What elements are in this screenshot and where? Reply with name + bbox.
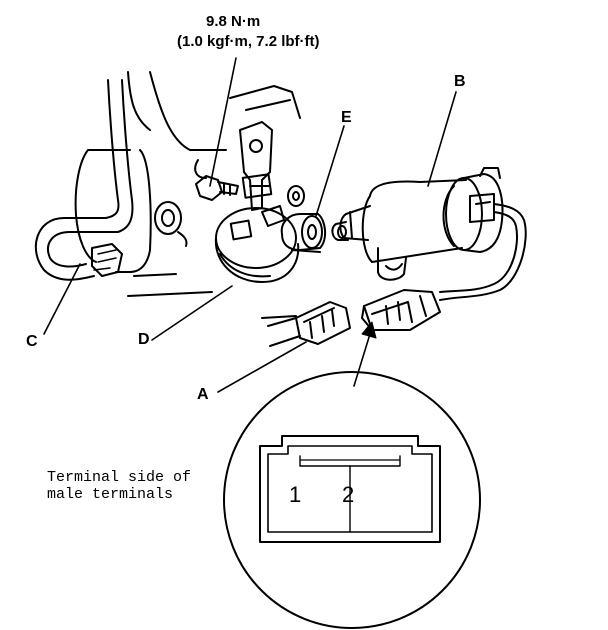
- callout-label-e: E: [341, 109, 352, 126]
- mounting-bolt: [195, 175, 239, 201]
- callout-label-d: D: [138, 331, 150, 348]
- callout-label-b: B: [454, 73, 466, 90]
- terminal-note-line1: Terminal side of: [47, 469, 192, 486]
- torque-spec-line2: (1.0 kgf·m, 7.2 lbf·ft): [177, 33, 320, 50]
- connector-detail-circle: [223, 371, 481, 629]
- leader-lines: [43, 57, 457, 393]
- torque-leader: [209, 57, 237, 187]
- terminal-note-line2: male terminals: [47, 486, 174, 503]
- torque-spec-line1: 9.8 N·m: [206, 13, 261, 30]
- callout-label-c: C: [26, 333, 38, 350]
- pump-clamp-d: [214, 205, 300, 283]
- body-panel: [74, 71, 321, 297]
- washer-hose-c: [34, 79, 134, 281]
- leader-b: [427, 91, 457, 187]
- harness-connector-a: [261, 301, 351, 347]
- leader-e: [315, 125, 345, 217]
- callout-label-a: A: [197, 386, 209, 403]
- panel-grommet: [154, 201, 188, 247]
- leader-c: [43, 263, 81, 335]
- mounting-bracket: [239, 121, 273, 211]
- bolt-washer: [287, 185, 305, 207]
- terminal-pin-1: 1: [289, 482, 302, 507]
- motor-connector: [361, 289, 441, 331]
- leader-d: [151, 285, 233, 341]
- terminal-pin-2: 2: [342, 482, 355, 507]
- leader-a: [217, 341, 307, 393]
- callout-arrow-head: [361, 321, 377, 339]
- washer-motor-b: [331, 167, 527, 301]
- pump-grommet-e: [280, 213, 326, 251]
- callout-arrow-line: [353, 333, 371, 387]
